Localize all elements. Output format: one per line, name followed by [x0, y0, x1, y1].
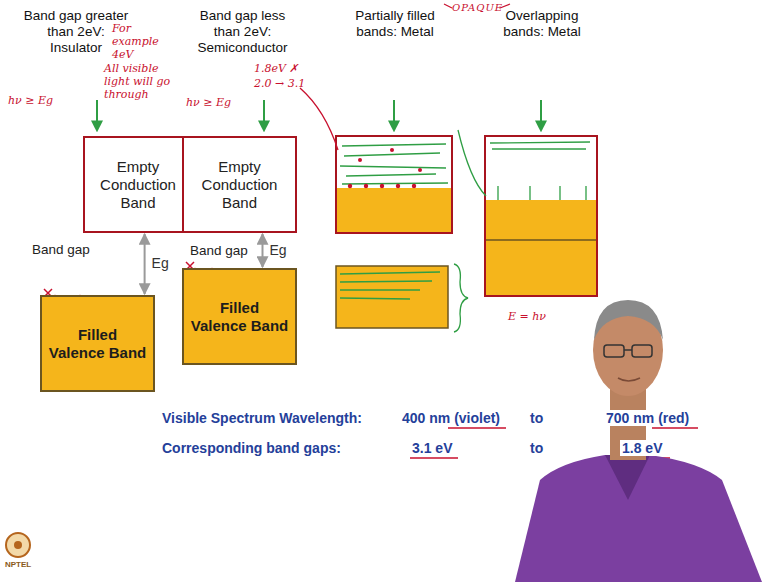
electron-dots — [348, 148, 422, 188]
annotation: All visible light will go through — [104, 62, 182, 102]
value-text: 400 nm (violet) — [400, 410, 502, 426]
gap-label: Band gap — [188, 243, 250, 258]
scribble — [458, 130, 590, 200]
scribble — [340, 264, 468, 332]
metal-band — [336, 136, 452, 233]
column-header: Overlapping bands: Metal — [492, 8, 592, 40]
filled-part — [337, 188, 451, 232]
band-text: Empty Conduction Band — [91, 158, 185, 212]
band-text: Filled Valence Band — [48, 326, 147, 362]
gap-symbol: Eg — [151, 255, 170, 271]
annotation: OPAQUE — [452, 2, 503, 13]
band-gap-arrow — [144, 234, 146, 294]
metal-band — [485, 136, 597, 296]
cross-mark — [44, 262, 194, 297]
valence-band: Filled Valence Band — [182, 268, 297, 365]
light-arrow — [540, 100, 542, 130]
filled-part — [486, 200, 596, 295]
underline — [410, 428, 698, 458]
light-arrow — [96, 100, 98, 130]
scribble — [340, 144, 448, 184]
range-word: to — [528, 440, 545, 456]
band-text: Filled Valence Band — [190, 299, 289, 335]
light-arrow — [263, 100, 265, 130]
light-arrow — [393, 100, 395, 130]
value-text: 1.8 eV — [620, 440, 664, 456]
row-heading: Visible Spectrum Wavelength: — [160, 410, 364, 426]
annotation: 1.8eV ✗ — [254, 62, 298, 75]
band-gap-arrow — [262, 234, 264, 267]
gap-symbol: Eg — [269, 242, 288, 258]
annotation: E = hν — [508, 310, 546, 323]
band-overlap-line — [486, 239, 596, 241]
column-header: Partially filled bands: Metal — [345, 8, 445, 40]
conduction-band: Empty Conduction Band — [83, 136, 193, 233]
range-word: to — [528, 410, 545, 426]
row-heading: Corresponding band gaps: — [160, 440, 343, 456]
annotation: For example 4eV — [112, 22, 174, 62]
logo-text: NPTEL — [5, 560, 31, 569]
annotation: hν ≥ Eg — [8, 94, 53, 107]
nptel-logo — [6, 533, 30, 557]
band-text: Empty Conduction Band — [190, 158, 289, 212]
value-text: 700 nm (red) — [604, 410, 691, 426]
gap-label: Band gap — [30, 242, 92, 257]
lecturer-figure — [515, 300, 762, 582]
lower-band — [336, 266, 448, 328]
valence-band: Filled Valence Band — [40, 295, 155, 392]
column-header: Band gap less than 2eV: Semiconductor — [190, 8, 295, 57]
annotation: 2.0 → 3.1 — [254, 77, 305, 90]
annotation: hν ≥ Eg — [186, 96, 231, 109]
annotation-link — [300, 88, 338, 150]
conduction-band: Empty Conduction Band — [182, 136, 297, 233]
value-text: 3.1 eV — [410, 440, 454, 456]
